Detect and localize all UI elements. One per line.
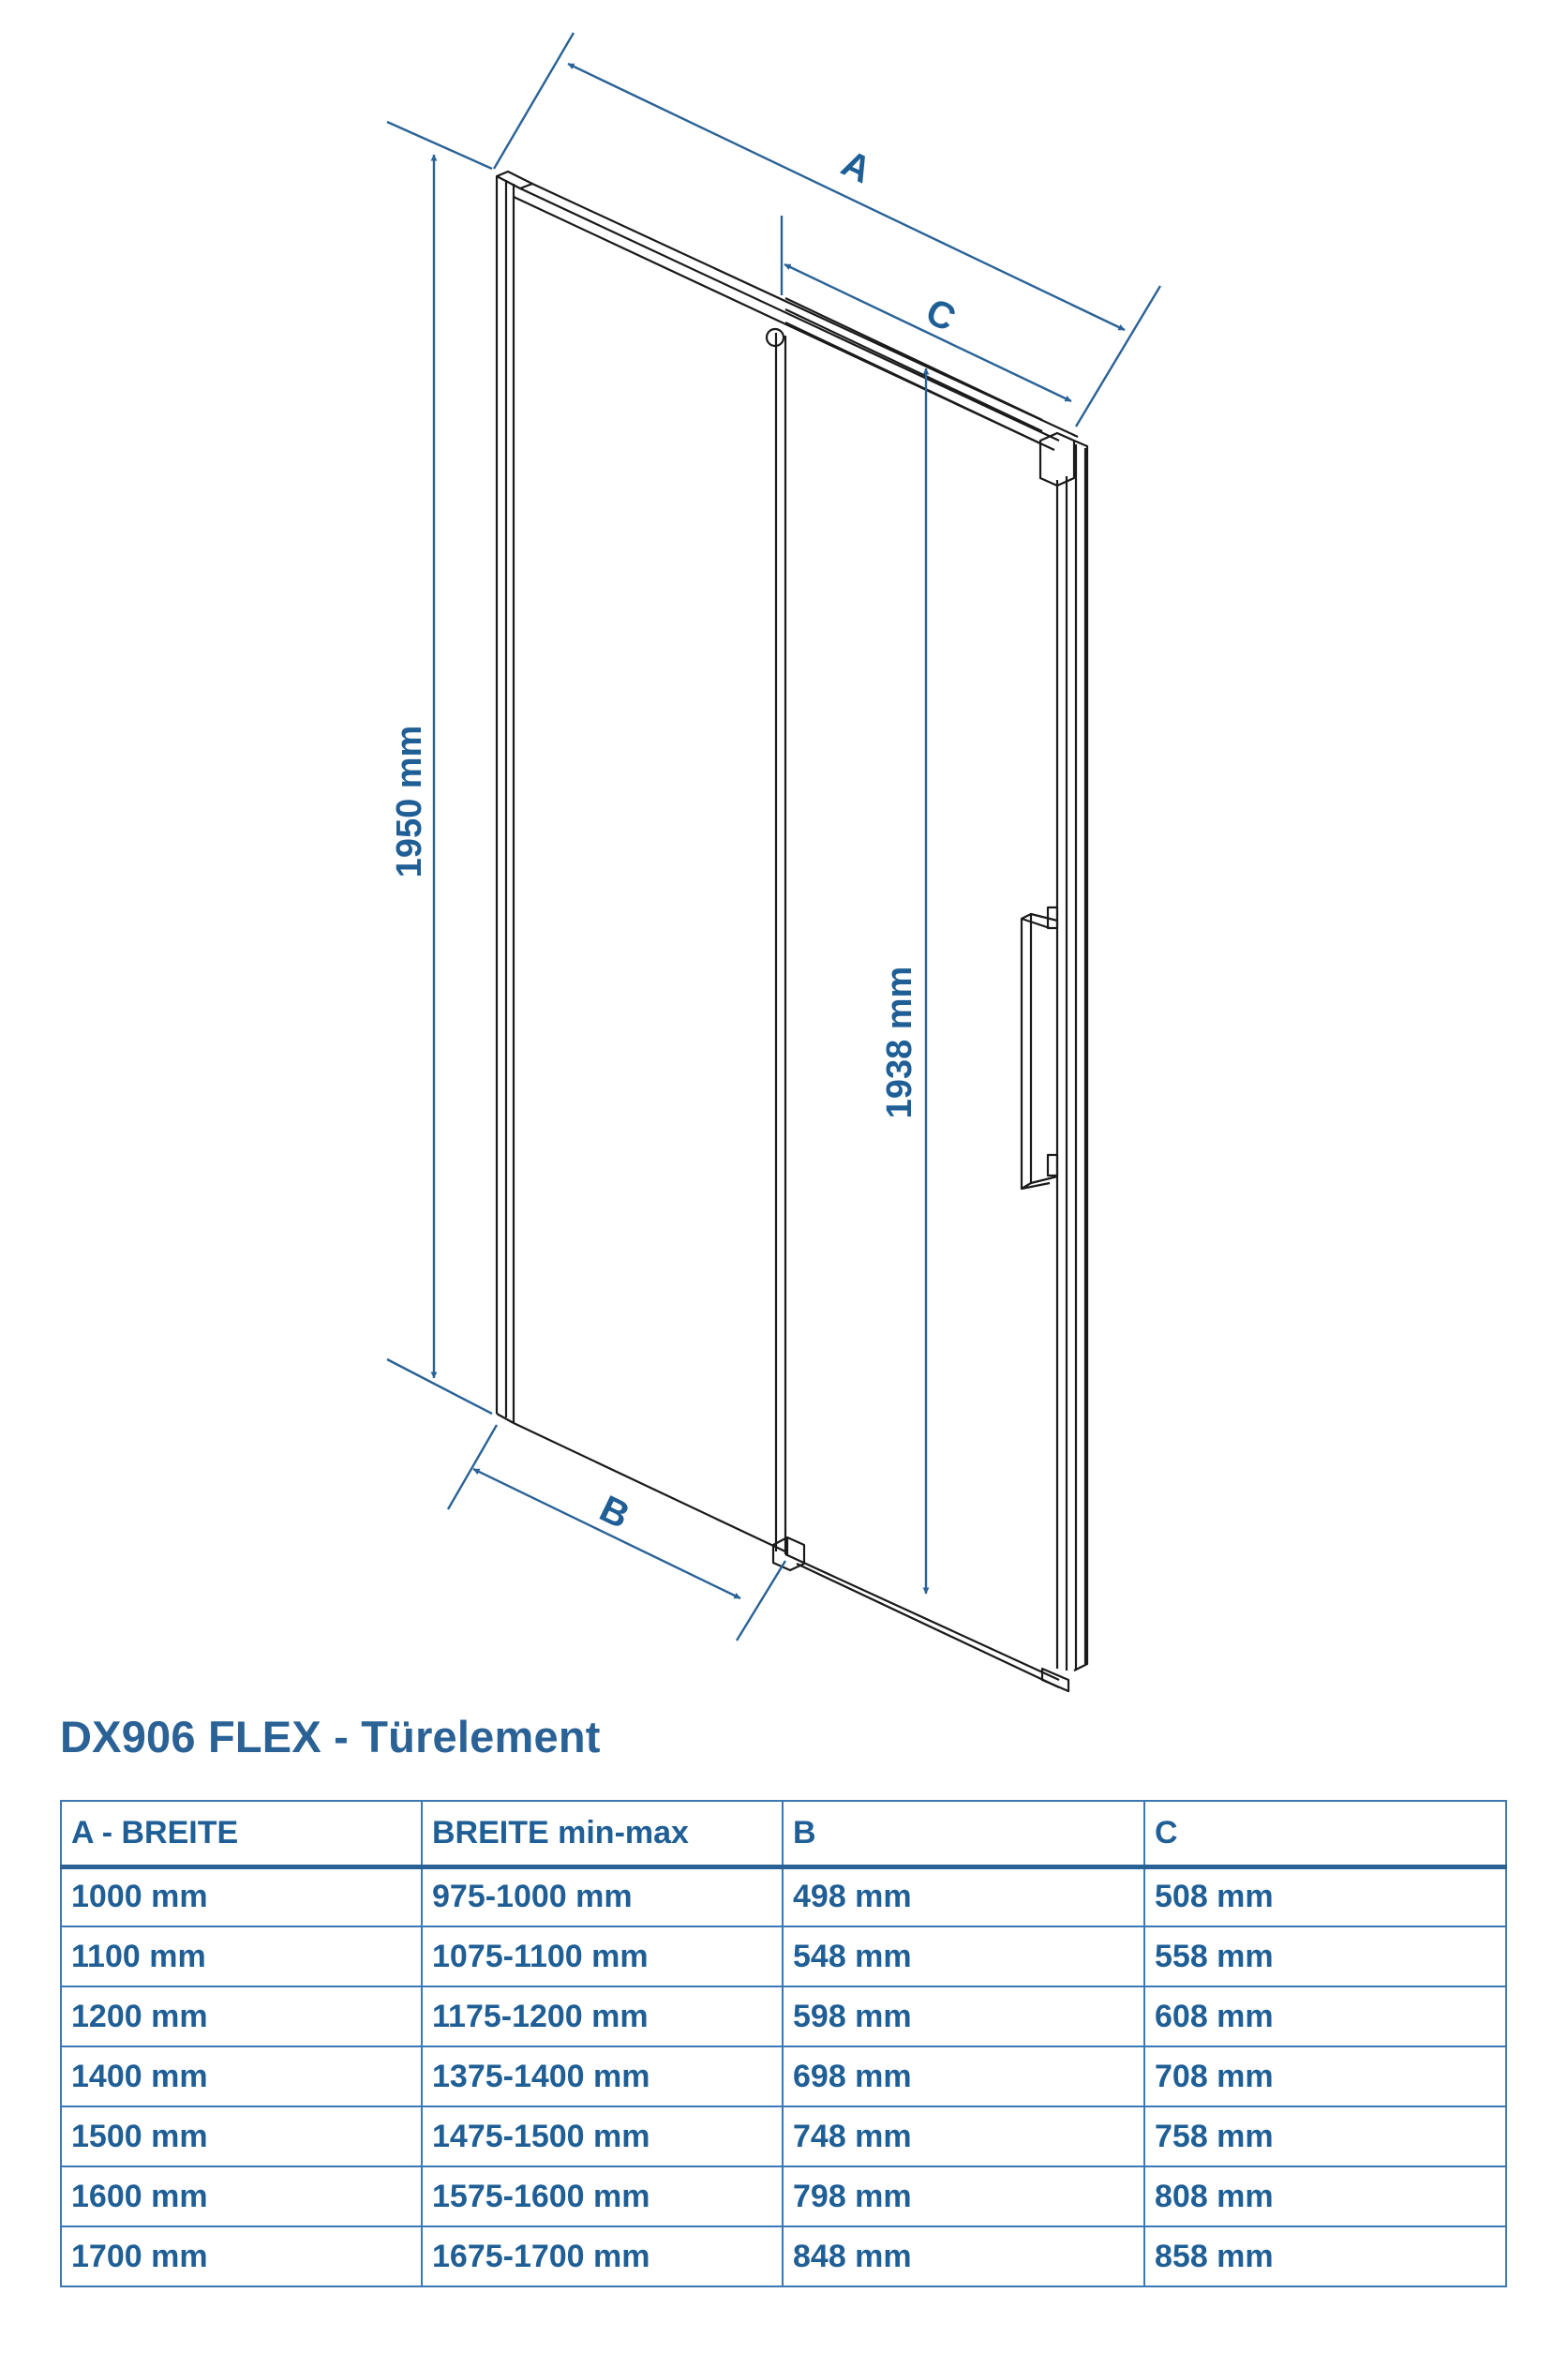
cell-a-breite: 1000 mm [60, 1866, 423, 1927]
cell-breite-min-max: 975-1000 mm [421, 1866, 784, 1927]
cell-a-breite: 1100 mm [60, 1926, 423, 1987]
dimension-a-label: A [835, 142, 877, 191]
table-header-row: A - BREITE BREITE min-max B C [60, 1800, 1507, 1869]
cell-breite-min-max: 1375-1400 mm [421, 2046, 784, 2107]
dimension-c-line [784, 262, 1072, 403]
cell-c: 558 mm [1143, 1926, 1507, 1987]
dimension-height-label: 1950 mm [390, 726, 429, 878]
dimension-a-line [567, 62, 1126, 332]
cell-breite-min-max: 1475-1500 mm [421, 2106, 784, 2167]
table-row: 1000 mm 975-1000 mm 498 mm 508 mm [60, 1866, 1507, 1927]
header-c: C [1143, 1800, 1507, 1869]
cell-breite-min-max: 1575-1600 mm [421, 2166, 784, 2227]
table-row: 1400 mm 1375-1400 mm 698 mm 708 mm [60, 2046, 1507, 2107]
cell-b: 498 mm [782, 1866, 1145, 1927]
shower-door-drawing: A C B 1950 mm 1938 mm [386, 32, 1162, 1693]
top-rail [513, 183, 1079, 451]
cell-c: 708 mm [1143, 2046, 1507, 2107]
cell-b: 548 mm [782, 1926, 1145, 1987]
cell-a-breite: 1600 mm [60, 2166, 423, 2227]
bottom-guide [771, 1536, 806, 1572]
door-outline [495, 170, 1089, 1693]
table-row: 1500 mm 1475-1500 mm 748 mm 758 mm [60, 2106, 1507, 2167]
cell-b: 848 mm [782, 2226, 1145, 2287]
cell-c: 808 mm [1143, 2166, 1507, 2227]
fixed-glass-panel [513, 327, 787, 1554]
header-b: B [782, 1800, 1145, 1869]
cell-a-breite: 1400 mm [60, 2046, 423, 2107]
cell-b: 598 mm [782, 1986, 1145, 2047]
cell-b: 798 mm [782, 2166, 1145, 2227]
cell-b: 748 mm [782, 2106, 1145, 2167]
cell-c: 758 mm [1143, 2106, 1507, 2167]
header-breite-min-max: BREITE min-max [421, 1800, 784, 1869]
sliding-door-panel [1055, 439, 1089, 1671]
table-row: 1200 mm 1175-1200 mm 598 mm 608 mm [60, 1986, 1507, 2047]
dimension-lines [386, 32, 1162, 1641]
header-a-breite: A - BREITE [60, 1800, 423, 1869]
cell-c: 608 mm [1143, 1986, 1507, 2047]
cell-a-breite: 1500 mm [60, 2106, 423, 2167]
cell-c: 508 mm [1143, 1866, 1507, 1927]
door-handle [1020, 906, 1059, 1191]
table-row: 1700 mm 1675-1700 mm 848 mm 858 mm [60, 2226, 1507, 2287]
cell-a-breite: 1200 mm [60, 1986, 423, 2047]
cell-a-breite: 1700 mm [60, 2226, 423, 2287]
dimension-b-line [472, 1467, 741, 1600]
cell-c: 858 mm [1143, 2226, 1507, 2287]
table-row: 1600 mm 1575-1600 mm 798 mm 808 mm [60, 2166, 1507, 2227]
table-row: 1100 mm 1075-1100 mm 548 mm 558 mm [60, 1926, 1507, 1987]
left-wall-profile [495, 170, 534, 1424]
cell-b: 698 mm [782, 2046, 1145, 2107]
cell-breite-min-max: 1675-1700 mm [421, 2226, 784, 2287]
cell-breite-min-max: 1175-1200 mm [421, 1986, 784, 2047]
product-title: DX906 FLEX - Türelement [60, 1712, 601, 1761]
bottom-rail [784, 1553, 1070, 1693]
dimension-table: A - BREITE BREITE min-max B C 1000 mm 97… [60, 1800, 1507, 2287]
cell-breite-min-max: 1075-1100 mm [421, 1926, 784, 1987]
dimension-glass-height-label: 1938 mm [880, 967, 919, 1119]
